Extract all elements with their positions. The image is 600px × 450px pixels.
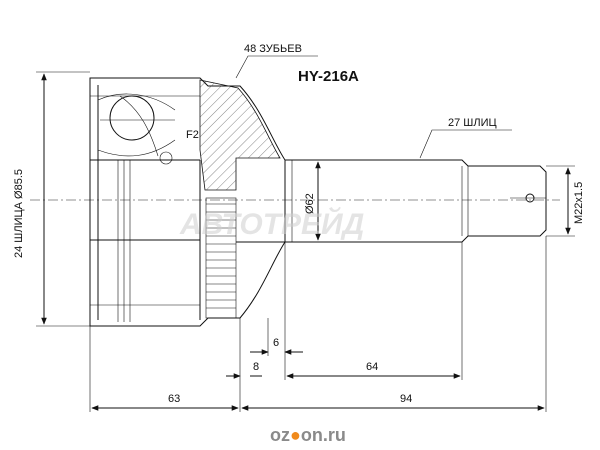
label-inner-splines-diameter: 24 ШЛИЦА Ø85.5 <box>13 169 25 258</box>
shaft <box>284 159 547 243</box>
dim-63: 63 <box>168 393 180 405</box>
dim-94: 94 <box>400 393 412 405</box>
ball-cage <box>97 93 176 165</box>
dim-64: 64 <box>366 361 378 373</box>
label-ball: F2 <box>186 129 199 141</box>
svg-text:oz●on.ru: oz●on.ru <box>270 425 346 445</box>
watermark-center: АВТОТРЕЙД <box>179 206 364 241</box>
label-outer-splines: 27 ШЛИЦ <box>448 117 497 129</box>
label-thread: M22x1.5 <box>573 182 585 224</box>
watermark-logo: oz●on.ru <box>270 425 346 445</box>
label-shaft-diameter: Ø62 <box>304 193 316 214</box>
dim-6: 6 <box>273 337 279 349</box>
dimension-lines <box>36 55 575 412</box>
logo-right-text: on.ru <box>301 425 346 445</box>
dim-8: 8 <box>253 361 259 373</box>
label-teeth: 48 ЗУБЬЕВ <box>244 43 302 55</box>
logo-accent-icon: ● <box>290 425 301 445</box>
abs-ring-teeth <box>205 197 237 319</box>
logo-left-text: oz <box>270 425 290 445</box>
part-number: HY-216A <box>298 68 359 85</box>
housing <box>89 77 286 327</box>
